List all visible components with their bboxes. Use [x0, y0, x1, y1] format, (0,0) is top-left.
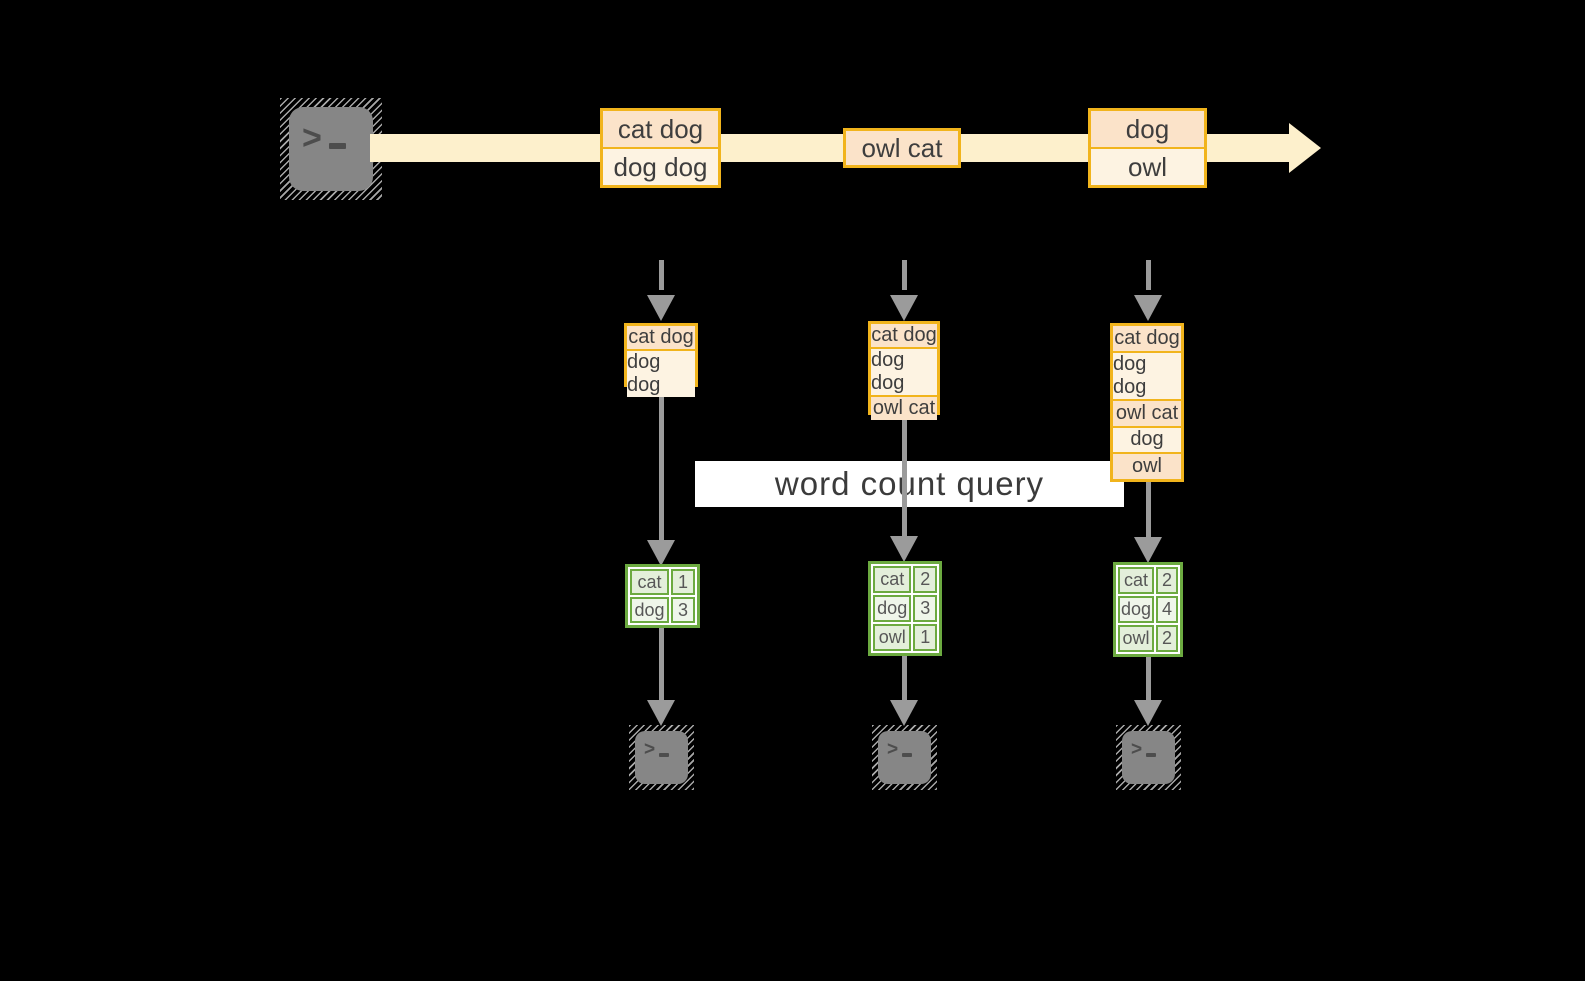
count-cell: 4 — [1156, 596, 1178, 623]
stream-arrow-head-icon — [1289, 123, 1321, 173]
count-cell: 3 — [913, 595, 937, 622]
count-cell: 2 — [1156, 625, 1178, 652]
query-arrow-head-icon — [1134, 537, 1162, 563]
ingest-arrow-dash — [1146, 260, 1151, 290]
output-arrow-line — [659, 628, 664, 700]
word-cell: cat — [1118, 567, 1154, 594]
prompt-underscore — [902, 752, 913, 757]
output-arrow-line — [1146, 657, 1151, 700]
output-arrow-head-icon — [1134, 700, 1162, 726]
input-row: cat dog — [627, 326, 695, 349]
count-cell: 1 — [913, 624, 937, 651]
stream-record: dog dog — [603, 149, 718, 185]
stream-batch-1: cat dog dog dog — [600, 108, 721, 188]
input-row: owl cat — [871, 397, 937, 420]
prompt-underscore — [1146, 752, 1157, 757]
input-row: dog — [1113, 427, 1181, 453]
query-arrow-line — [1146, 482, 1151, 537]
count-cell: 1 — [671, 569, 695, 595]
query-banner: word count query — [695, 461, 1124, 507]
output-arrow-line — [902, 656, 907, 700]
terminal-source-icon: > — [280, 98, 382, 200]
prompt-chevron: > — [887, 739, 899, 760]
word-cell: owl — [1118, 625, 1154, 652]
count-cell: 2 — [1156, 567, 1178, 594]
counts-table-3: cat 2 dog 4 owl 2 — [1113, 562, 1183, 657]
input-row: cat dog — [871, 324, 937, 347]
ingest-arrow-dash — [659, 260, 664, 290]
output-arrow-head-icon — [890, 700, 918, 726]
input-row: cat dog — [1113, 326, 1181, 351]
ingest-arrow-head-icon — [1134, 295, 1162, 321]
query-arrow-head-icon — [890, 536, 918, 562]
query-arrow-line — [659, 387, 664, 540]
count-cell: 2 — [913, 566, 937, 593]
query-arrow-head-icon — [647, 540, 675, 566]
terminal-screen: > — [635, 731, 688, 784]
terminal-prompt-glyph: > — [1122, 731, 1175, 761]
stream-record: owl cat — [846, 131, 958, 165]
stream-batch-2: owl cat — [843, 128, 961, 168]
ingest-arrow-head-icon — [647, 295, 675, 321]
ingest-arrow-head-icon — [890, 295, 918, 321]
input-table-1: cat dog dog dog — [624, 323, 698, 397]
prompt-chevron: > — [1131, 739, 1143, 760]
ingest-arrow-dash — [902, 260, 907, 290]
terminal-sink-icon-3: > — [1116, 725, 1181, 790]
word-cell: dog — [1118, 596, 1154, 623]
word-cell: cat — [630, 569, 669, 595]
input-row: dog dog — [871, 349, 937, 395]
word-cell: dog — [873, 595, 912, 622]
terminal-sink-icon-1: > — [629, 725, 694, 790]
terminal-screen: > — [289, 107, 373, 191]
stream-record: owl — [1091, 149, 1204, 185]
query-banner-label: word count query — [774, 465, 1045, 502]
output-arrow-head-icon — [647, 700, 675, 726]
counts-table-1: cat 1 dog 3 — [625, 564, 700, 628]
prompt-chevron: > — [302, 119, 322, 157]
input-row: owl — [1113, 454, 1181, 479]
input-table-2: cat dog dog dog owl cat — [868, 321, 940, 420]
terminal-sink-icon-2: > — [872, 725, 937, 790]
terminal-screen: > — [1122, 731, 1175, 784]
terminal-prompt-glyph: > — [878, 731, 931, 761]
stream-batch-3: dog owl — [1088, 108, 1207, 188]
word-cell: owl — [873, 624, 912, 651]
input-row: owl cat — [1113, 400, 1181, 426]
word-cell: dog — [630, 597, 669, 623]
input-table-3: cat dog dog dog owl cat dog owl — [1110, 323, 1184, 482]
terminal-prompt-glyph: > — [635, 731, 688, 761]
counts-table-2: cat 2 dog 3 owl 1 — [868, 561, 942, 656]
query-arrow-line — [902, 415, 907, 536]
word-cell: cat — [873, 566, 912, 593]
input-row: dog dog — [627, 351, 695, 397]
input-row: dog dog — [1113, 352, 1181, 399]
prompt-underscore — [659, 752, 670, 757]
count-cell: 3 — [671, 597, 695, 623]
prompt-chevron: > — [644, 739, 656, 760]
stream-record: cat dog — [603, 111, 718, 147]
stream-record: dog — [1091, 111, 1204, 147]
terminal-prompt-glyph: > — [289, 107, 373, 158]
terminal-screen: > — [878, 731, 931, 784]
prompt-underscore — [328, 142, 346, 149]
